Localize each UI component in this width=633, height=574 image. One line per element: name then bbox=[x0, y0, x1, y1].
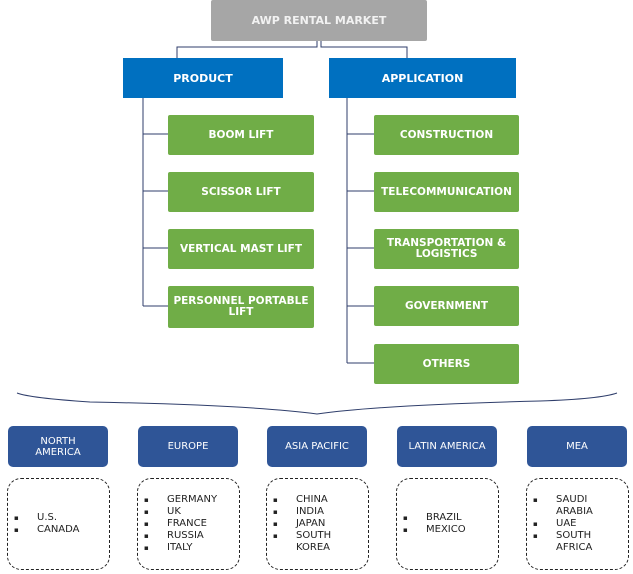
application-telecommunication: TELECOMMUNICATION bbox=[374, 172, 519, 212]
country-item: SOUTH AFRICA bbox=[533, 530, 613, 554]
product-boom-lift: BOOM LIFT bbox=[168, 115, 314, 155]
country-item: MEXICO bbox=[403, 524, 466, 536]
countries-mea: SAUDI ARABIA UAE SOUTH AFRICA bbox=[526, 478, 629, 570]
root-node: AWP RENTAL MARKET bbox=[211, 0, 427, 41]
country-item: BRAZIL bbox=[403, 512, 466, 524]
country-item: GERMANY bbox=[144, 494, 217, 506]
application-government: GOVERNMENT bbox=[374, 286, 519, 326]
country-item: JAPAN bbox=[273, 518, 353, 530]
country-item: SOUTH KOREA bbox=[273, 530, 353, 554]
country-item: U.S. bbox=[14, 512, 80, 524]
country-item: UK bbox=[144, 506, 217, 518]
connector-root-product bbox=[176, 41, 318, 58]
country-item: RUSSIA bbox=[144, 530, 217, 542]
country-item: SAUDI ARABIA bbox=[533, 494, 613, 518]
region-brace bbox=[16, 392, 618, 415]
country-item: FRANCE bbox=[144, 518, 217, 530]
country-item: INDIA bbox=[273, 506, 353, 518]
region-europe: EUROPE bbox=[138, 426, 238, 467]
country-item: CANADA bbox=[14, 524, 80, 536]
region-north-america: NORTH AMERICA bbox=[8, 426, 108, 467]
country-item: UAE bbox=[533, 518, 613, 530]
region-latin-america: LATIN AMERICA bbox=[397, 426, 497, 467]
product-personnel-portable-lift: PERSONNEL PORTABLE LIFT bbox=[168, 286, 314, 328]
application-transportation-logistics: TRANSPORTATION & LOGISTICS bbox=[374, 229, 519, 269]
category-product: PRODUCT bbox=[123, 58, 283, 98]
application-construction: CONSTRUCTION bbox=[374, 115, 519, 155]
countries-europe: GERMANY UK FRANCE RUSSIA ITALY bbox=[137, 478, 240, 570]
countries-latin-america: BRAZIL MEXICO bbox=[396, 478, 499, 570]
region-asia-pacific: ASIA PACIFIC bbox=[267, 426, 367, 467]
country-item: CHINA bbox=[273, 494, 353, 506]
connector-root-application bbox=[320, 41, 408, 58]
category-application: APPLICATION bbox=[329, 58, 516, 98]
region-mea: MEA bbox=[527, 426, 627, 467]
product-scissor-lift: SCISSOR LIFT bbox=[168, 172, 314, 212]
countries-asia-pacific: CHINA INDIA JAPAN SOUTH KOREA bbox=[266, 478, 369, 570]
product-vertical-mast-lift: VERTICAL MAST LIFT bbox=[168, 229, 314, 269]
countries-north-america: U.S. CANADA bbox=[7, 478, 110, 570]
country-item: ITALY bbox=[144, 542, 217, 554]
application-others: OTHERS bbox=[374, 344, 519, 384]
